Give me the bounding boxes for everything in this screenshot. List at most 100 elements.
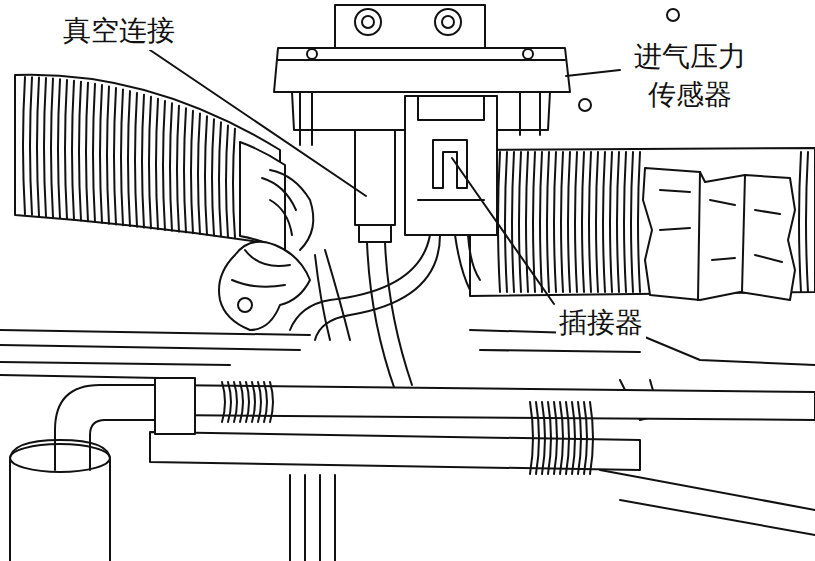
vacuum-hose — [367, 242, 412, 390]
intake-hose-left-part-part — [44, 78, 46, 216]
callout-label: 真空连接 — [60, 12, 178, 50]
pipes-part-part — [246, 382, 249, 422]
intake-hose-right-part-part — [554, 152, 556, 292]
intake-hose-right-part-part — [638, 152, 640, 292]
pipes-part-part — [584, 402, 587, 474]
pipes-part-part — [590, 402, 593, 474]
intake-hose-left-part-part — [233, 129, 235, 238]
intake-hose-left-part-part — [149, 97, 151, 229]
intake-hose-right-part-part — [806, 152, 808, 292]
pipes — [150, 378, 815, 474]
intake-hose-right-part-part — [617, 152, 619, 292]
wire-harness-wrap — [219, 170, 313, 330]
intake-hose-left-part-part — [58, 79, 60, 218]
elbow-fitting — [10, 385, 160, 561]
intake-hose-right-part-part — [589, 152, 591, 292]
small-circles-part — [667, 9, 679, 21]
wire-harness-wrap-part — [270, 170, 313, 250]
leader-lines — [150, 50, 620, 304]
background-lines-part — [290, 475, 335, 561]
intake-hose-left-part-part — [184, 108, 186, 232]
pipes-part-part — [560, 402, 563, 474]
elbow-fitting-part — [55, 440, 90, 470]
pressure-sensor-part — [335, 5, 485, 50]
pressure-sensor-part — [418, 96, 484, 120]
leader-lines-part — [150, 50, 366, 196]
pipes-part-part — [530, 402, 533, 474]
intake-hose-right-part-part — [624, 152, 626, 292]
pressure-sensor-part — [435, 9, 461, 35]
intake-hose-left-part-part — [156, 99, 158, 229]
small-circles-part — [579, 99, 591, 111]
pipes-part-part — [240, 382, 243, 422]
intake-hose-left — [15, 75, 285, 250]
intake-hose-right-part-part — [561, 152, 563, 292]
pipes-part-part — [548, 402, 551, 474]
pipes-part — [160, 385, 815, 420]
intake-hose-left-part-part — [219, 122, 221, 236]
pipes-part — [222, 382, 593, 474]
intake-hose-left-part-part — [191, 111, 193, 233]
intake-hose-right-part-part — [547, 152, 549, 292]
pressure-sensor-part — [274, 48, 570, 92]
intake-hose-right-part-part — [533, 152, 535, 292]
intake-hose-left-part-part — [65, 80, 67, 219]
pipes-part-part — [572, 402, 575, 474]
pressure-sensor-part — [355, 130, 395, 225]
intake-hose-left-part-part — [163, 101, 165, 230]
wire-harness-wrap-part — [219, 242, 310, 330]
intake-hose-left-part-part — [170, 103, 172, 230]
elbow-fitting-part — [10, 440, 110, 561]
intake-hose-left-part — [240, 142, 285, 250]
tape-wrap-part — [643, 168, 795, 300]
intake-hose-right-part-part — [596, 152, 598, 292]
connector-wires-part — [325, 250, 350, 340]
pipes-part-part — [234, 382, 237, 422]
intake-hose-left-part-part — [205, 116, 207, 234]
pressure-sensor-part — [418, 199, 484, 201]
background-lines-part — [0, 345, 300, 350]
pressure-sensor-part — [433, 140, 467, 188]
intake-hose-right-part-part — [631, 152, 633, 292]
pipes-part-part — [554, 402, 557, 474]
intake-hose-left-part-part — [114, 88, 116, 225]
callout-label: 插接器 — [556, 304, 646, 342]
pipes-part-part — [536, 402, 539, 474]
intake-hose-right-part-part — [568, 152, 570, 292]
pipes-part-part — [252, 382, 255, 422]
wire-harness-wrap-part — [238, 298, 252, 312]
intake-hose-right-part-part — [603, 152, 605, 292]
pipes-part-part — [258, 382, 261, 422]
intake-hose-right-part-part — [582, 152, 584, 292]
intake-hose-left-part-part — [93, 84, 95, 222]
background-lines-part — [0, 362, 230, 365]
intake-hose-left-part-part — [128, 91, 130, 226]
pressure-sensor-part — [355, 9, 381, 35]
intake-hose-left-part — [23, 77, 235, 238]
intake-hose-left-part-part — [198, 114, 200, 234]
background-lines-part — [480, 350, 640, 352]
wire-harness-wrap-part — [262, 178, 296, 235]
pressure-sensor-part — [359, 225, 391, 242]
tape-wrap — [643, 168, 795, 300]
pressure-sensor-part — [523, 49, 533, 59]
intake-hose-left-part-part — [79, 82, 81, 221]
intake-hose-right-part-part — [498, 152, 500, 292]
callout-label: 进气压力 传感器 — [622, 38, 758, 114]
intake-hose-left-part-part — [121, 89, 123, 225]
pressure-sensor-part — [362, 16, 374, 28]
pipes-part-part — [270, 382, 273, 422]
intake-hose-left-part-part — [72, 81, 74, 220]
intake-hose-left-part-part — [212, 119, 214, 235]
vacuum-hose-part — [385, 242, 412, 385]
background-lines — [0, 330, 815, 561]
connector-wires-part — [290, 235, 430, 330]
pressure-sensor-part — [442, 16, 454, 28]
pipes-part-part — [578, 402, 581, 474]
intake-hose-right-part-part — [512, 152, 514, 292]
intake-hose-left-part-part — [107, 86, 109, 223]
pipes-part-part — [566, 402, 569, 474]
intake-hose-right-part-part — [505, 152, 507, 292]
pressure-sensor — [274, 5, 570, 242]
connector-wires-part — [468, 235, 480, 280]
